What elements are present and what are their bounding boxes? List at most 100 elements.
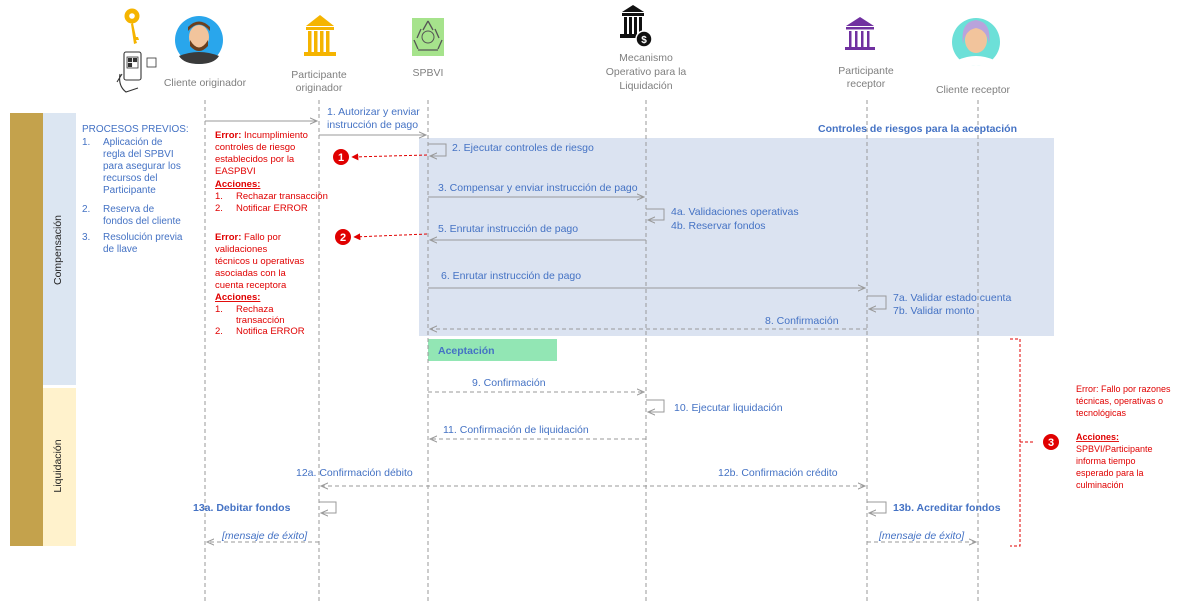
error-2-arrow xyxy=(353,233,428,241)
svg-text:SPBVI/Participante: SPBVI/Participante xyxy=(1076,444,1153,454)
actor-participante-originador-2: originador xyxy=(296,82,343,94)
svg-text:Notificar ERROR: Notificar ERROR xyxy=(236,203,308,214)
msg-8: 8. Confirmación xyxy=(765,315,839,327)
man-avatar-icon xyxy=(175,16,223,64)
svg-text:1.: 1. xyxy=(82,137,90,148)
key-icon xyxy=(124,8,140,44)
svg-text:2.: 2. xyxy=(215,203,223,214)
actor-mecanismo-3: Liquidación xyxy=(619,80,672,92)
svg-text:2.: 2. xyxy=(215,326,223,337)
svg-text:Acciones:: Acciones: xyxy=(215,179,260,190)
phase-liquidacion: Liquidación xyxy=(52,439,64,492)
aceptacion-label: Aceptación xyxy=(438,345,495,357)
aceptacion-box xyxy=(428,339,557,361)
error-2-block: Error: Fallo por validaciones técnicos u… xyxy=(215,232,305,337)
svg-text:asociadas con la: asociadas con la xyxy=(215,268,286,279)
svg-text:Resolución previa: Resolución previa xyxy=(103,232,183,243)
svg-text:para asegurar los: para asegurar los xyxy=(103,161,181,172)
svg-text:técnicos u operativas: técnicos u operativas xyxy=(215,256,304,267)
msg-12a: 12a. Confirmación débito xyxy=(296,467,413,479)
msg-6: 6. Enrutar instrucción de pago xyxy=(441,270,581,282)
svg-text:PROCESOS PREVIOS:: PROCESOS PREVIOS: xyxy=(82,124,189,135)
svg-text:Notifica ERROR: Notifica ERROR xyxy=(236,326,305,337)
error-1-badge: 1 xyxy=(333,149,349,165)
svg-text:Participante: Participante xyxy=(103,185,156,196)
message-labels: 1. Autorizar y enviar instrucción de pag… xyxy=(193,106,1011,542)
msg-10: 10. Ejecutar liquidación xyxy=(674,402,783,414)
svg-text:controles de riesgo: controles de riesgo xyxy=(215,142,295,153)
svg-text:1: 1 xyxy=(338,152,344,164)
svg-text:Error: Fallo por razones: Error: Fallo por razones xyxy=(1076,384,1171,394)
controles-region xyxy=(419,138,1054,336)
controles-title: Controles de riesgos para la aceptación xyxy=(818,123,1017,135)
bank-purple-icon xyxy=(845,17,875,50)
svg-text:recursos del: recursos del xyxy=(103,173,157,184)
phone-qr-icon xyxy=(116,51,157,93)
svg-text:culminación: culminación xyxy=(1076,480,1124,490)
msg-2: 2. Ejecutar controles de riesgo xyxy=(452,142,594,154)
msg-12b: 12b. Confirmación crédito xyxy=(718,467,838,479)
svg-text:establecidos por la: establecidos por la xyxy=(215,154,295,165)
svg-text:EASPBVI: EASPBVI xyxy=(215,166,256,177)
svg-text:Error: Fallo por: Error: Fallo por xyxy=(215,232,281,243)
msg-4b: 4b. Reservar fondos xyxy=(671,220,766,232)
svg-text:2: 2 xyxy=(340,232,346,244)
error-2-badge: 2 xyxy=(335,229,351,245)
svg-text:Rechaza: Rechaza xyxy=(236,304,274,315)
msg-13a: 13a. Debitar fondos xyxy=(193,502,291,514)
svg-text:Acciones:: Acciones: xyxy=(1076,432,1119,442)
actor-mecanismo-2: Operativo para la xyxy=(606,66,687,78)
svg-text:transacción: transacción xyxy=(236,315,285,326)
actor-cliente-originador: Cliente originador xyxy=(164,77,247,89)
phase-band-dark xyxy=(10,113,43,546)
svg-text:de llave: de llave xyxy=(103,244,138,255)
actor-participante-receptor-1: Participante xyxy=(838,65,894,77)
svg-text:Acciones:: Acciones: xyxy=(215,292,260,303)
svg-text:2.: 2. xyxy=(82,204,90,215)
msg-5: 5. Enrutar instrucción de pago xyxy=(438,223,578,235)
actor-participante-originador-1: Participante xyxy=(291,69,347,81)
exito-left: [mensaje de éxito] xyxy=(221,530,308,542)
svg-text:informa tiempo: informa tiempo xyxy=(1076,456,1136,466)
msg-1-line1: 1. Autorizar y enviar xyxy=(327,106,420,118)
procesos-previos: PROCESOS PREVIOS: 1. Aplicación de regla… xyxy=(82,124,189,255)
msg-4a: 4a. Validaciones operativas xyxy=(671,206,799,218)
liquidacion-band xyxy=(43,388,76,546)
svg-text:validaciones: validaciones xyxy=(215,244,268,255)
svg-text:esperado para la: esperado para la xyxy=(1076,468,1144,478)
message-arrows xyxy=(205,121,976,542)
msg-7a: 7a. Validar estado cuenta xyxy=(893,292,1011,304)
msg-7b: 7b. Validar monto xyxy=(893,305,975,317)
error-3-bracket xyxy=(1010,338,1021,547)
svg-text:3.: 3. xyxy=(82,232,90,243)
lifelines xyxy=(204,100,979,604)
compensacion-band xyxy=(43,113,76,385)
svg-text:$: $ xyxy=(641,35,647,46)
svg-text:Rechazar transacción: Rechazar transacción xyxy=(236,191,328,202)
svg-text:3: 3 xyxy=(1048,437,1054,449)
exito-right: [mensaje de éxito] xyxy=(878,530,965,542)
msg-1-line2: instrucción de pago xyxy=(327,119,418,131)
woman-avatar-icon xyxy=(952,18,1000,66)
svg-text:Reserva de: Reserva de xyxy=(103,204,155,215)
spbvi-logo-icon xyxy=(412,18,444,56)
error-3-badge: 3 xyxy=(1043,434,1059,450)
actor-cliente-receptor: Cliente receptor xyxy=(936,84,1011,96)
svg-text:1.: 1. xyxy=(215,191,223,202)
msg-11: 11. Confirmación de liquidación xyxy=(443,424,589,436)
bank-icon xyxy=(304,15,336,56)
svg-text:cuenta receptora: cuenta receptora xyxy=(215,280,287,291)
actor-participante-receptor-2: receptor xyxy=(847,78,886,90)
msg-3: 3. Compensar y enviar instrucción de pag… xyxy=(438,182,638,194)
error-1-block: Error: Incumplimiento controles de riesg… xyxy=(215,130,328,214)
msg-13b: 13b. Acreditar fondos xyxy=(893,502,1001,514)
svg-text:1.: 1. xyxy=(215,304,223,315)
msg-9: 9. Confirmación xyxy=(472,377,546,389)
svg-text:fondos del cliente: fondos del cliente xyxy=(103,216,181,227)
svg-text:Aplicación de: Aplicación de xyxy=(103,137,163,148)
actor-mecanismo-1: Mecanismo xyxy=(619,52,673,64)
svg-text:regla del SPBVI: regla del SPBVI xyxy=(103,149,174,160)
svg-text:tecnológicas: tecnológicas xyxy=(1076,408,1127,418)
actor-spbvi: SPBVI xyxy=(413,67,444,79)
